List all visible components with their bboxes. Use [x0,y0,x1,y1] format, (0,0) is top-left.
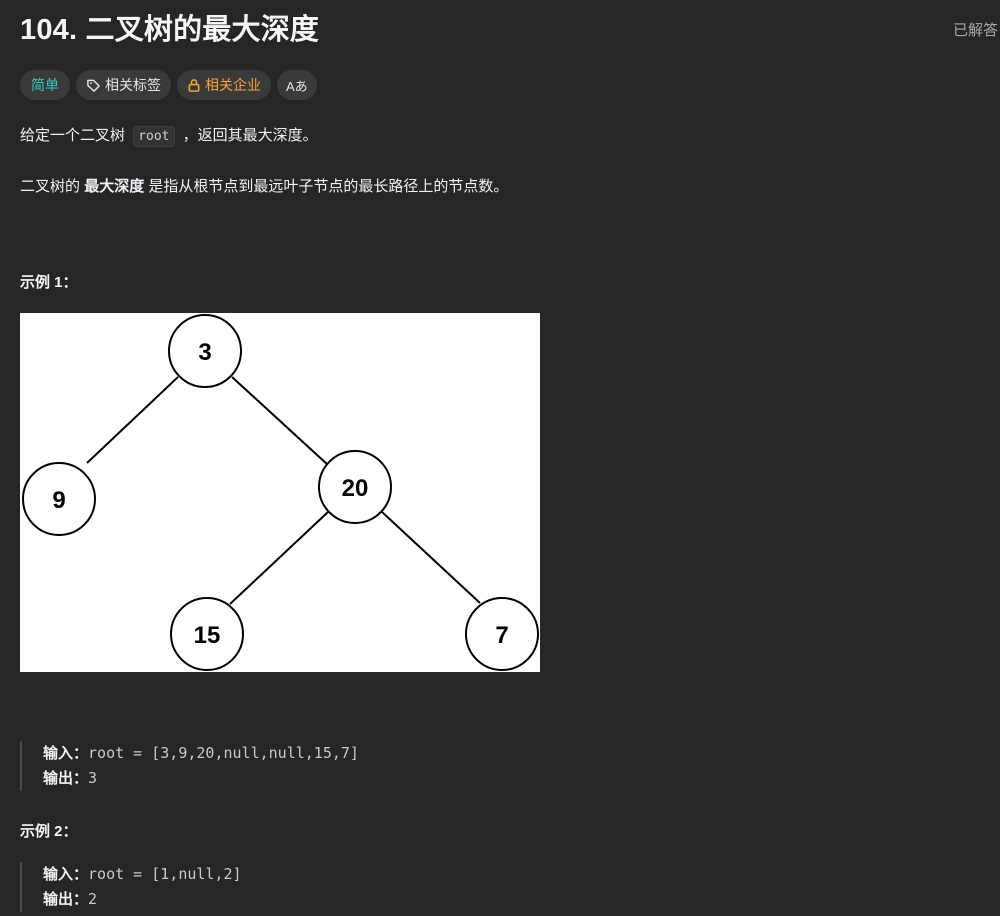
title-row: 104. 二叉树的最大深度 已解答 [20,10,1000,50]
inline-code-root: root [133,126,175,147]
bold-term: 最大深度 [84,178,145,195]
description-text: ，返回其最大深度。 [182,127,318,144]
example-1-io-block: 输入：root = [3,9,20,null,null,15,7] 输出：3 [20,741,359,791]
tree-node-circle [170,597,244,671]
translate-button[interactable]: Aあ [277,70,317,100]
binary-tree-image: 3 9 20 15 7 [20,313,540,672]
difficulty-label: 简单 [31,77,59,93]
description-paragraph-2: 二叉树的 最大深度 是指从根节点到最远叶子节点的最长路径上的节点数。 [20,175,508,196]
output-label: 输出： [43,769,89,787]
tree-node-circle [168,314,242,388]
tree-edge [381,511,481,604]
output-label: 输出： [43,890,89,908]
tree-edge [86,376,179,464]
topics-tag-button[interactable]: 相关标签 [76,70,171,100]
translate-icon: Aあ [286,78,308,94]
tree-node-label: 3 [198,339,211,366]
description-paragraph-1: 给定一个二叉树 root ，返回其最大深度。 [20,124,318,147]
input-value: root = [3,9,20,null,null,15,7] [88,744,359,762]
tree-node-label: 9 [52,487,65,514]
problem-title[interactable]: 104. 二叉树的最大深度 [20,14,320,46]
example-output-line: 输出：2 [43,887,242,912]
topics-tag-label: 相关标签 [105,77,161,93]
tree-edge [229,511,329,605]
output-value: 3 [88,769,98,787]
input-label: 输入： [43,744,89,762]
tree-diagram: 3 9 20 15 7 [22,314,539,671]
tree-node-label: 20 [342,475,369,502]
companies-tag-label: 相关企业 [205,77,261,93]
example-output-line: 输出：3 [43,766,359,791]
tree-node-label: 15 [194,622,221,649]
tree-edges [86,376,481,605]
input-label: 输入： [43,865,89,883]
difficulty-badge: 简单 [20,70,70,100]
tag-icon [86,78,101,93]
description-text: 二叉树的 [20,178,81,195]
description-text: 给定一个二叉树 [20,127,126,144]
description-text: 是指从根节点到最远叶子节点的最长路径上的节点数。 [148,178,509,195]
output-value: 2 [88,890,98,908]
solved-status: 已解答 [952,22,998,39]
tag-bar: 简单 相关标签 相关企业 Aあ [20,70,317,100]
lock-icon [187,78,201,93]
example-2-heading: 示例 2： [20,823,78,840]
tree-node-label: 7 [495,622,508,649]
input-value: root = [1,null,2] [88,865,242,883]
companies-tag-button[interactable]: 相关企业 [177,70,271,100]
tree-node-circle [465,597,539,671]
example-1-heading: 示例 1： [20,274,78,291]
tree-edge [231,376,329,466]
tree-node-circle [22,462,96,536]
example-2-io-block: 输入：root = [1,null,2] 输出：2 [20,862,242,912]
example-input-line: 输入：root = [3,9,20,null,null,15,7] [43,741,359,766]
example-input-line: 输入：root = [1,null,2] [43,862,242,887]
tree-node-circle [318,450,392,524]
